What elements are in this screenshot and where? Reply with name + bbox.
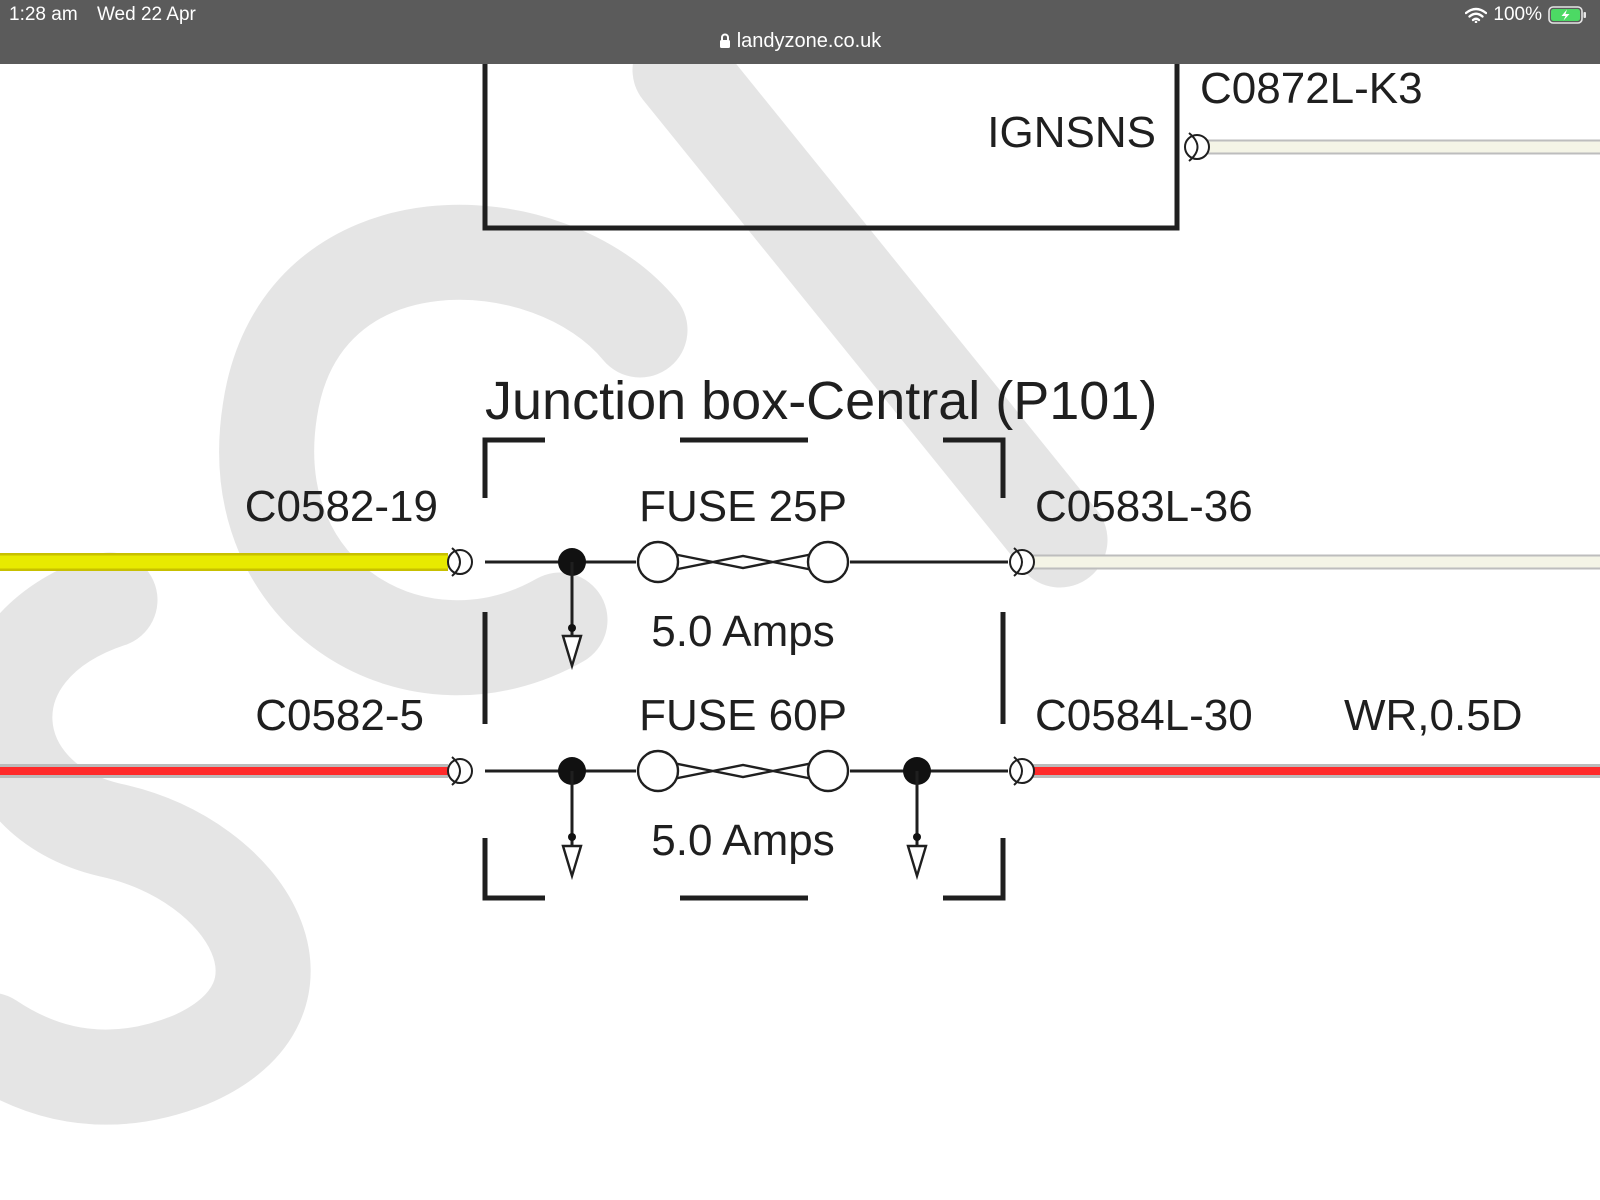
top-connector: C0872L-K3 [1184, 64, 1600, 162]
fuse-symbol-2 [636, 749, 850, 793]
page-viewport[interactable]: IGNSNS C0872L-K3 Junction box-Central (P… [0, 64, 1600, 1200]
url-text: landyzone.co.uk [736, 30, 882, 52]
status-date: Wed 22 Apr [96, 4, 196, 25]
right-connector-label-2: C0584L-30 [1035, 691, 1253, 740]
wifi-icon [1465, 7, 1488, 23]
junction-box-title: Junction box-Central (P101) [485, 371, 1157, 431]
battery-charging-icon [1548, 6, 1586, 24]
status-time: 1:28 am [9, 4, 78, 25]
status-bar: 1:28 am Wed 22 Apr landyzone.co.uk 100% [0, 0, 1600, 64]
fuse-rating-1: 5.0 Amps [651, 607, 834, 656]
left-connector-label-1: C0582-19 [245, 482, 438, 531]
module-box: IGNSNS [482, 64, 1180, 231]
lock-icon [719, 33, 730, 48]
fuse-row-2: FUSE 60P 5.0 Amps C0582-5 C0584L-30 WR,0… [0, 691, 1600, 881]
junction-box-outline [482, 437, 1006, 901]
ground-arrow-1a [561, 634, 583, 671]
left-connector-label-2: C0582-5 [255, 691, 424, 740]
ground-arrow-2b [906, 844, 928, 881]
wire-code-label-2: WR,0.5D [1344, 691, 1522, 740]
wiring-diagram: IGNSNS C0872L-K3 Junction box-Central (P… [0, 64, 1600, 1125]
module-pin-label: IGNSNS [987, 108, 1156, 157]
right-connector-label-1: C0583L-36 [1035, 482, 1253, 531]
watermark-logo [0, 64, 1108, 1125]
fuse-label-2: FUSE 60P [639, 691, 847, 740]
status-right: 100% [1465, 4, 1588, 26]
top-connector-label: C0872L-K3 [1200, 64, 1423, 113]
fuse-row-1: FUSE 25P 5.0 Amps C0582-19 C0583L-36 [0, 482, 1600, 671]
fuse-label-1: FUSE 25P [639, 482, 847, 531]
ground-arrow-2a [561, 844, 583, 881]
status-left: 1:28 am Wed 22 Apr [9, 4, 210, 26]
fuse-symbol-1 [636, 540, 850, 584]
address-bar[interactable]: landyzone.co.uk [0, 30, 1600, 53]
fuse-rating-2: 5.0 Amps [651, 816, 834, 865]
battery-percent: 100% [1493, 4, 1542, 25]
